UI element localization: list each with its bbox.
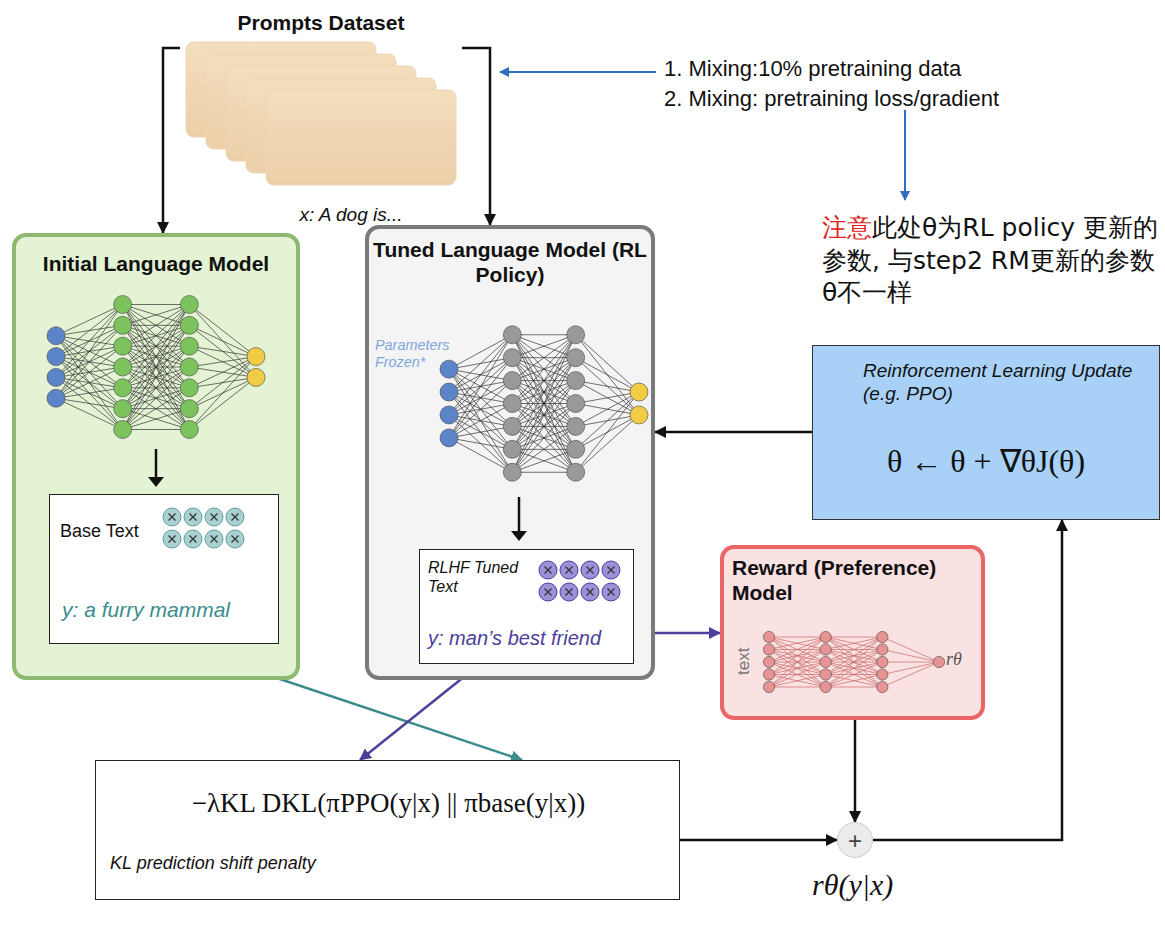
update-formula: θ ← θ + ∇θJ(θ) — [823, 442, 1149, 480]
node-title: Initial Language Model — [16, 251, 296, 276]
input-label: text — [734, 637, 754, 685]
token-chips — [163, 508, 244, 548]
flow-arrowhead — [511, 531, 527, 541]
node-title: Reinforcement Learning Update (e.g. PPO) — [863, 360, 1143, 406]
output-label: rθ — [946, 649, 980, 671]
process-box: RLHF Tuned Text y: man’s best friend — [419, 549, 634, 664]
process-box: Reinforcement Learning Update (e.g. PPO)… — [812, 345, 1160, 520]
connector-arrow — [680, 839, 837, 842]
reward-label: rθ(y|x) — [812, 868, 893, 902]
node-title: Reward (Preference) Model — [732, 555, 977, 605]
kl-formula: −λKL DKL(πPPO(y|x) || πbase(y|x)) — [106, 787, 671, 819]
text-label: RLHF Tuned Text — [428, 558, 528, 596]
mixing-note: 2. Mixing: pretraining loss/gradient — [664, 86, 999, 112]
connector-arrow — [854, 720, 857, 822]
note-block: 注意此处θ为RL policy 更新的参数, 与step2 RM更新的参数θ不一… — [822, 212, 1160, 310]
prompt-example: x: A dog is... — [240, 204, 462, 227]
connector-arrow — [163, 48, 180, 233]
network-illustration — [763, 631, 944, 692]
penalty-label: KL prediction shift penalty — [110, 853, 510, 875]
network-illustration — [47, 296, 265, 439]
node-title: Prompts Dataset — [180, 10, 462, 35]
warning-word: 注意 — [822, 213, 872, 242]
mixing-note: 1. Mixing:10% pretraining data — [664, 56, 961, 82]
process-box: Prompts Dataset x: A dog is... — [180, 10, 462, 232]
prompt-cards — [186, 42, 456, 185]
node-title: Tuned Language Model (RL Policy) — [369, 237, 651, 287]
process-box: Base Text y: a furry mammal — [49, 494, 279, 644]
output-text: y: man’s best friend — [428, 626, 633, 650]
connector-arrow — [655, 431, 812, 434]
text-label: Base Text — [60, 521, 160, 543]
process-box: Initial Language ModelBase Text y: a furr… — [12, 233, 300, 680]
connector-arrow — [462, 48, 490, 225]
frozen-note: Parameters Frozen* — [375, 337, 455, 372]
plus-sign: + — [838, 827, 872, 856]
process-box: −λKL DKL(πPPO(y|x) || πbase(y|x)) KL pred… — [95, 760, 680, 900]
output-text: y: a furry mammal — [62, 597, 274, 622]
process-box: Tuned Language Model (RL Policy) Paramete… — [365, 225, 655, 680]
token-chips — [539, 561, 620, 601]
flow-arrowhead — [148, 477, 164, 487]
note-text: 此处θ为RL policy 更新的参数, 与step2 RM更新的参数θ不一样 — [822, 213, 1158, 307]
process-box: Reward (Preference) Model text rθ — [720, 545, 985, 720]
leader-arrow — [500, 71, 656, 73]
network-illustration — [440, 326, 648, 482]
leader-arrow — [904, 110, 906, 200]
flow-arrow — [155, 449, 158, 479]
node-illustration — [50, 495, 280, 645]
sum-circle: + — [837, 822, 873, 858]
flow-arrow — [518, 497, 521, 533]
